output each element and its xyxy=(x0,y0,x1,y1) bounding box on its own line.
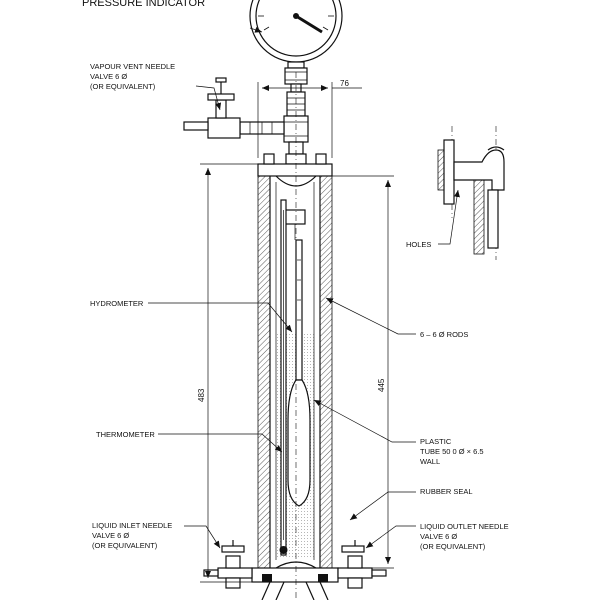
dimension-overall-height xyxy=(200,163,258,583)
liquid-inlet-valve xyxy=(203,540,253,589)
label-plastic-line2: TUBE 50 0 Ø × 6.5 xyxy=(420,447,484,456)
dimension-width-value: 76 xyxy=(340,79,349,88)
gauge-ticks xyxy=(258,15,334,31)
liquid-outlet-valve xyxy=(337,540,387,589)
base-plate xyxy=(251,561,339,601)
pressure-gauge xyxy=(249,0,343,85)
gauge-needle xyxy=(295,14,323,34)
label-outlet-line1: LIQUID OUTLET NEEDLE xyxy=(420,522,509,531)
label-vapour-vent-line1: VAPOUR VENT NEEDLE xyxy=(90,62,175,71)
label-vapour-vent-line2: VALVE 6 Ø xyxy=(90,72,127,81)
label-thermometer: THERMOMETER xyxy=(96,430,155,439)
top-cap xyxy=(257,153,333,187)
dimension-width xyxy=(257,82,362,158)
dimension-overall-height-value: 483 xyxy=(197,388,206,402)
dimension-tube-height xyxy=(332,175,394,569)
label-rubber-seal: RUBBER SEAL xyxy=(420,487,473,496)
dimension-tube-height-value: 445 xyxy=(377,378,386,392)
holes-detail-view xyxy=(437,126,505,260)
label-outlet-line3: (OR EQUIVALENT) xyxy=(420,542,486,551)
vapour-vent-valve xyxy=(183,77,285,139)
label-rods: 6 – 6 Ø RODS xyxy=(420,330,468,339)
label-inlet-line3: (OR EQUIVALENT) xyxy=(92,541,158,550)
label-pressure-indicator: PRESSURE INDICATOR xyxy=(82,0,205,9)
leader-lines xyxy=(148,26,460,549)
label-holes: HOLES xyxy=(406,240,431,249)
label-plastic-line1: PLASTIC xyxy=(420,437,452,446)
label-outlet-line2: VALVE 6 Ø xyxy=(420,532,457,541)
label-inlet-line2: VALVE 6 Ø xyxy=(92,531,129,540)
thermometer xyxy=(279,199,288,556)
label-inlet-line1: LIQUID INLET NEEDLE xyxy=(92,521,172,530)
label-plastic-line3: WALL xyxy=(420,457,440,466)
hydrometer xyxy=(284,209,311,507)
label-vapour-vent-line3: (OR EQUIVALENT) xyxy=(90,82,156,91)
label-hydrometer: HYDROMETER xyxy=(90,299,144,308)
